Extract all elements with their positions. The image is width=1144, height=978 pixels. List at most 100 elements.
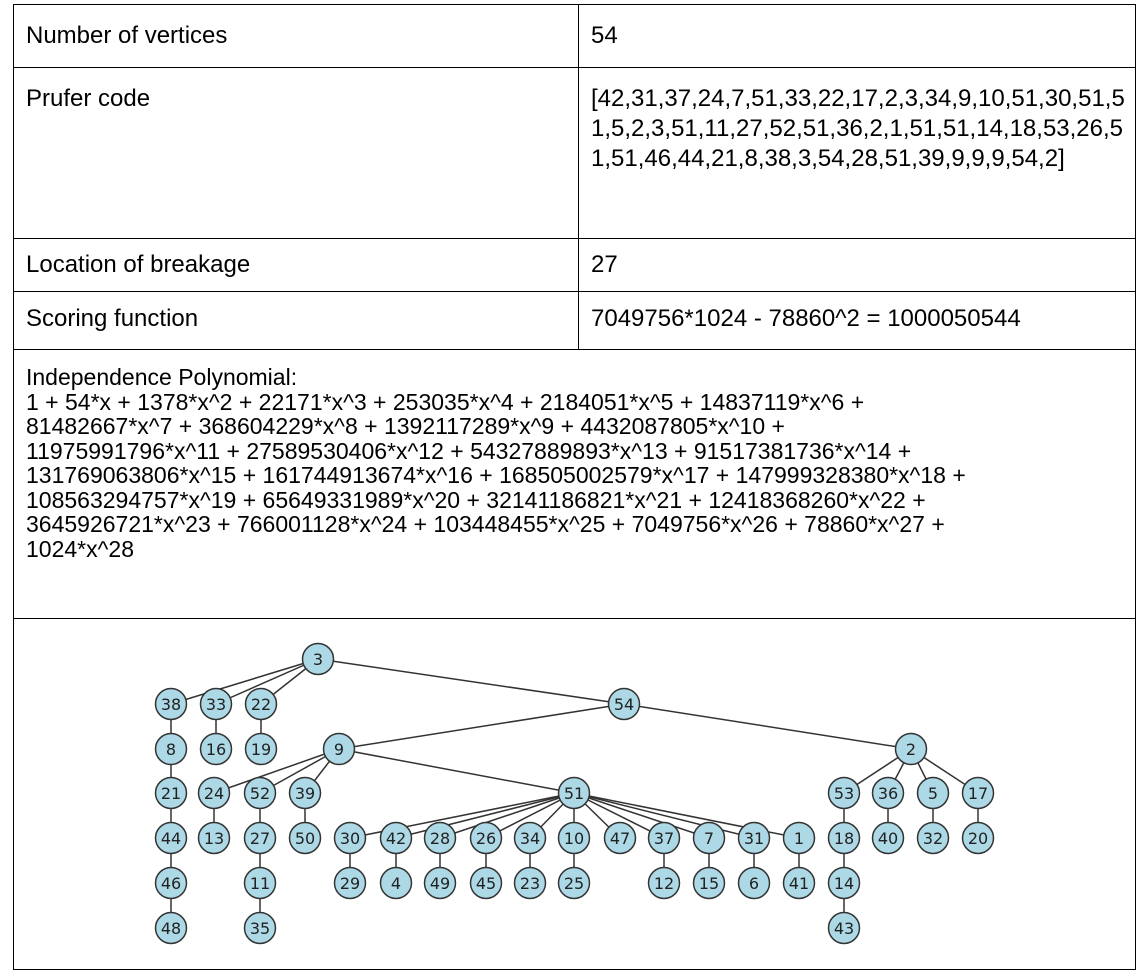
node-19: 19 bbox=[244, 732, 278, 766]
node-26: 26 bbox=[469, 821, 503, 855]
node-label: 42 bbox=[386, 829, 406, 848]
node-36: 36 bbox=[871, 776, 905, 810]
node-circle bbox=[154, 911, 188, 945]
node-label: 10 bbox=[564, 829, 584, 848]
row-scoring: Scoring function 7049756*1024 - 78860^2 … bbox=[13, 291, 1136, 350]
row-prufer: Prufer code [42,31,37,24,7,51,33,22,17,2… bbox=[13, 67, 1136, 239]
node-50: 50 bbox=[288, 821, 322, 855]
node-circle bbox=[423, 866, 457, 900]
node-circle bbox=[154, 866, 188, 900]
node-48: 48 bbox=[154, 911, 188, 945]
node-label: 45 bbox=[476, 874, 496, 893]
node-label: 53 bbox=[834, 784, 854, 803]
node-23: 23 bbox=[513, 866, 547, 900]
node-circle bbox=[333, 821, 367, 855]
node-label: 19 bbox=[251, 740, 271, 759]
node-label: 25 bbox=[564, 874, 584, 893]
node-circle bbox=[154, 732, 188, 766]
node-37: 37 bbox=[647, 821, 681, 855]
node-label: 27 bbox=[250, 829, 270, 848]
node-label: 2 bbox=[906, 740, 916, 759]
node-circle bbox=[469, 821, 503, 855]
node-circle bbox=[243, 911, 277, 945]
node-circle bbox=[557, 776, 591, 810]
node-label: 43 bbox=[834, 919, 854, 938]
node-label: 28 bbox=[430, 829, 450, 848]
node-label: 54 bbox=[614, 695, 634, 714]
node-circle bbox=[871, 776, 905, 810]
node-47: 47 bbox=[603, 821, 637, 855]
edge-51-26 bbox=[485, 792, 575, 839]
node-label: 7 bbox=[704, 829, 714, 848]
polynomial-text: 1 + 54*x + 1378*x^2 + 22171*x^3 + 253035… bbox=[26, 388, 966, 562]
node-5: 5 bbox=[916, 776, 950, 810]
row-vertices: Number of vertices 54 bbox=[13, 4, 1136, 68]
node-27: 27 bbox=[243, 821, 277, 855]
node-circle bbox=[288, 776, 322, 810]
node-circle bbox=[782, 821, 816, 855]
node-label: 21 bbox=[161, 784, 181, 803]
breakage-value: 27 bbox=[578, 238, 1136, 292]
node-41: 41 bbox=[782, 866, 816, 900]
node-circle bbox=[916, 776, 950, 810]
node-14: 14 bbox=[827, 866, 861, 900]
edge-3-38 bbox=[170, 658, 319, 705]
edge-51-28 bbox=[439, 792, 575, 839]
vertices-value: 54 bbox=[578, 4, 1136, 68]
node-circle bbox=[513, 866, 547, 900]
prufer-label: Prufer code bbox=[13, 67, 579, 239]
node-39: 39 bbox=[288, 776, 322, 810]
node-circle bbox=[647, 866, 681, 900]
node-6: 6 bbox=[737, 866, 771, 900]
row-breakage: Location of breakage 27 bbox=[13, 238, 1136, 292]
node-label: 3 bbox=[313, 650, 323, 669]
node-circle bbox=[513, 821, 547, 855]
node-label: 5 bbox=[928, 784, 938, 803]
node-circle bbox=[557, 821, 591, 855]
node-circle bbox=[607, 687, 641, 721]
node-circle bbox=[692, 821, 726, 855]
node-45: 45 bbox=[469, 866, 503, 900]
node-label: 8 bbox=[166, 740, 176, 759]
edge-3-33 bbox=[215, 658, 319, 705]
node-11: 11 bbox=[243, 866, 277, 900]
node-circle bbox=[197, 821, 231, 855]
node-circle bbox=[782, 866, 816, 900]
node-label: 20 bbox=[968, 829, 988, 848]
info-table: Number of vertices 54 Prufer code [42,31… bbox=[13, 4, 1136, 970]
node-circle bbox=[692, 866, 726, 900]
node-label: 34 bbox=[520, 829, 540, 848]
node-30: 30 bbox=[333, 821, 367, 855]
node-53: 53 bbox=[827, 776, 861, 810]
node-label: 46 bbox=[161, 874, 181, 893]
node-circle bbox=[244, 687, 278, 721]
node-16: 16 bbox=[199, 732, 233, 766]
node-44: 44 bbox=[154, 821, 188, 855]
node-label: 4 bbox=[391, 874, 401, 893]
edge-51-37 bbox=[573, 792, 665, 839]
node-circle bbox=[243, 866, 277, 900]
node-38: 38 bbox=[154, 687, 188, 721]
node-circle bbox=[333, 866, 367, 900]
node-circle bbox=[961, 821, 995, 855]
node-label: 32 bbox=[923, 829, 943, 848]
node-label: 48 bbox=[161, 919, 181, 938]
node-1: 1 bbox=[782, 821, 816, 855]
node-circle bbox=[244, 732, 278, 766]
node-label: 36 bbox=[878, 784, 898, 803]
node-29: 29 bbox=[333, 866, 367, 900]
node-label: 31 bbox=[744, 829, 764, 848]
node-4: 4 bbox=[379, 866, 413, 900]
node-label: 40 bbox=[878, 829, 898, 848]
scoring-label: Scoring function bbox=[13, 291, 579, 350]
node-circle bbox=[871, 821, 905, 855]
node-label: 11 bbox=[250, 874, 270, 893]
node-label: 47 bbox=[610, 829, 630, 848]
node-2: 2 bbox=[894, 732, 928, 766]
node-20: 20 bbox=[961, 821, 995, 855]
node-label: 33 bbox=[206, 695, 226, 714]
node-43: 43 bbox=[827, 911, 861, 945]
node-label: 29 bbox=[340, 874, 360, 893]
